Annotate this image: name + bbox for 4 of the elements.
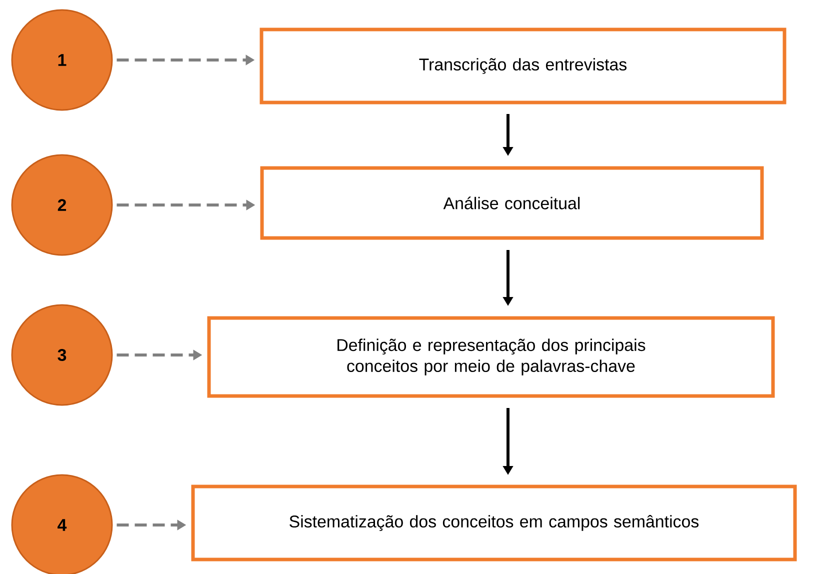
process-box: Análise conceitual (260, 166, 764, 240)
process-box: Sistematização dos conceitos em campos semânticos (191, 484, 797, 562)
process-box: Transcrição das entrevistas (260, 28, 786, 104)
process-box: Definição e representação dos principais conceitos por meio de palavras-chave (207, 316, 775, 398)
